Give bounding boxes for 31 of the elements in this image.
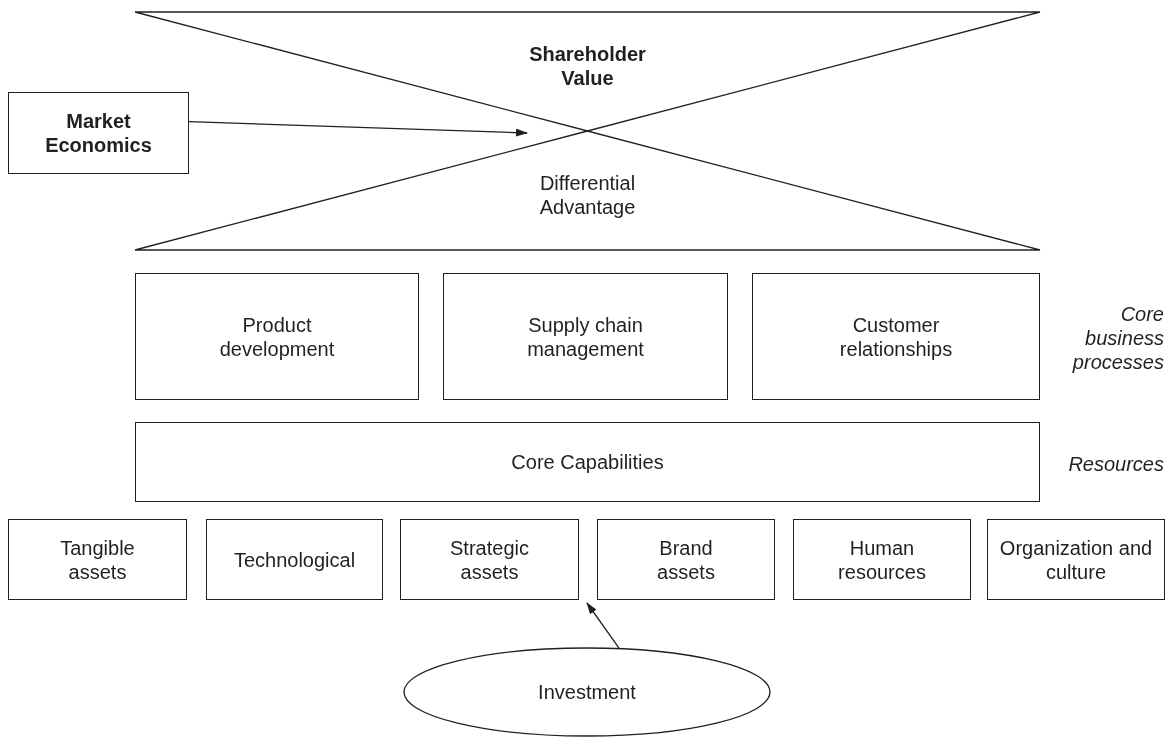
asset-box — [793, 519, 971, 600]
node-text: Differential Advantage — [538, 171, 637, 219]
asset-box — [400, 519, 579, 600]
capabilities-box — [135, 422, 1040, 502]
investment-ellipse — [404, 648, 770, 736]
node-text: Brand assets — [656, 535, 716, 584]
process-box — [135, 273, 419, 400]
asset-box — [597, 519, 775, 600]
node-text: Market Economics — [44, 109, 153, 157]
arrow — [586, 602, 620, 650]
node-text: Organization and culture — [998, 535, 1154, 584]
side-label: Resources — [1067, 452, 1164, 476]
shareholder-value-triangle — [135, 12, 1040, 131]
asset-box — [8, 519, 187, 600]
node-text: Product development — [218, 312, 336, 361]
process-box — [443, 273, 728, 400]
node-text: Investment — [538, 680, 636, 704]
input-box — [8, 92, 189, 174]
node-text: Supply chain management — [526, 312, 645, 361]
process-box — [752, 273, 1040, 400]
node-text: Core Capabilities — [511, 450, 664, 474]
asset-box — [987, 519, 1165, 600]
node-text: Customer relationships — [838, 312, 954, 361]
arrow — [188, 120, 528, 137]
node-text: Human resources — [837, 535, 927, 584]
node-text: Tangible assets — [59, 535, 136, 584]
node-text: Shareholder Value — [528, 42, 647, 90]
side-label: Core business processes — [1071, 302, 1164, 374]
asset-box — [206, 519, 383, 600]
node-text: Technological — [233, 547, 356, 572]
node-text: Strategic assets — [449, 535, 530, 584]
